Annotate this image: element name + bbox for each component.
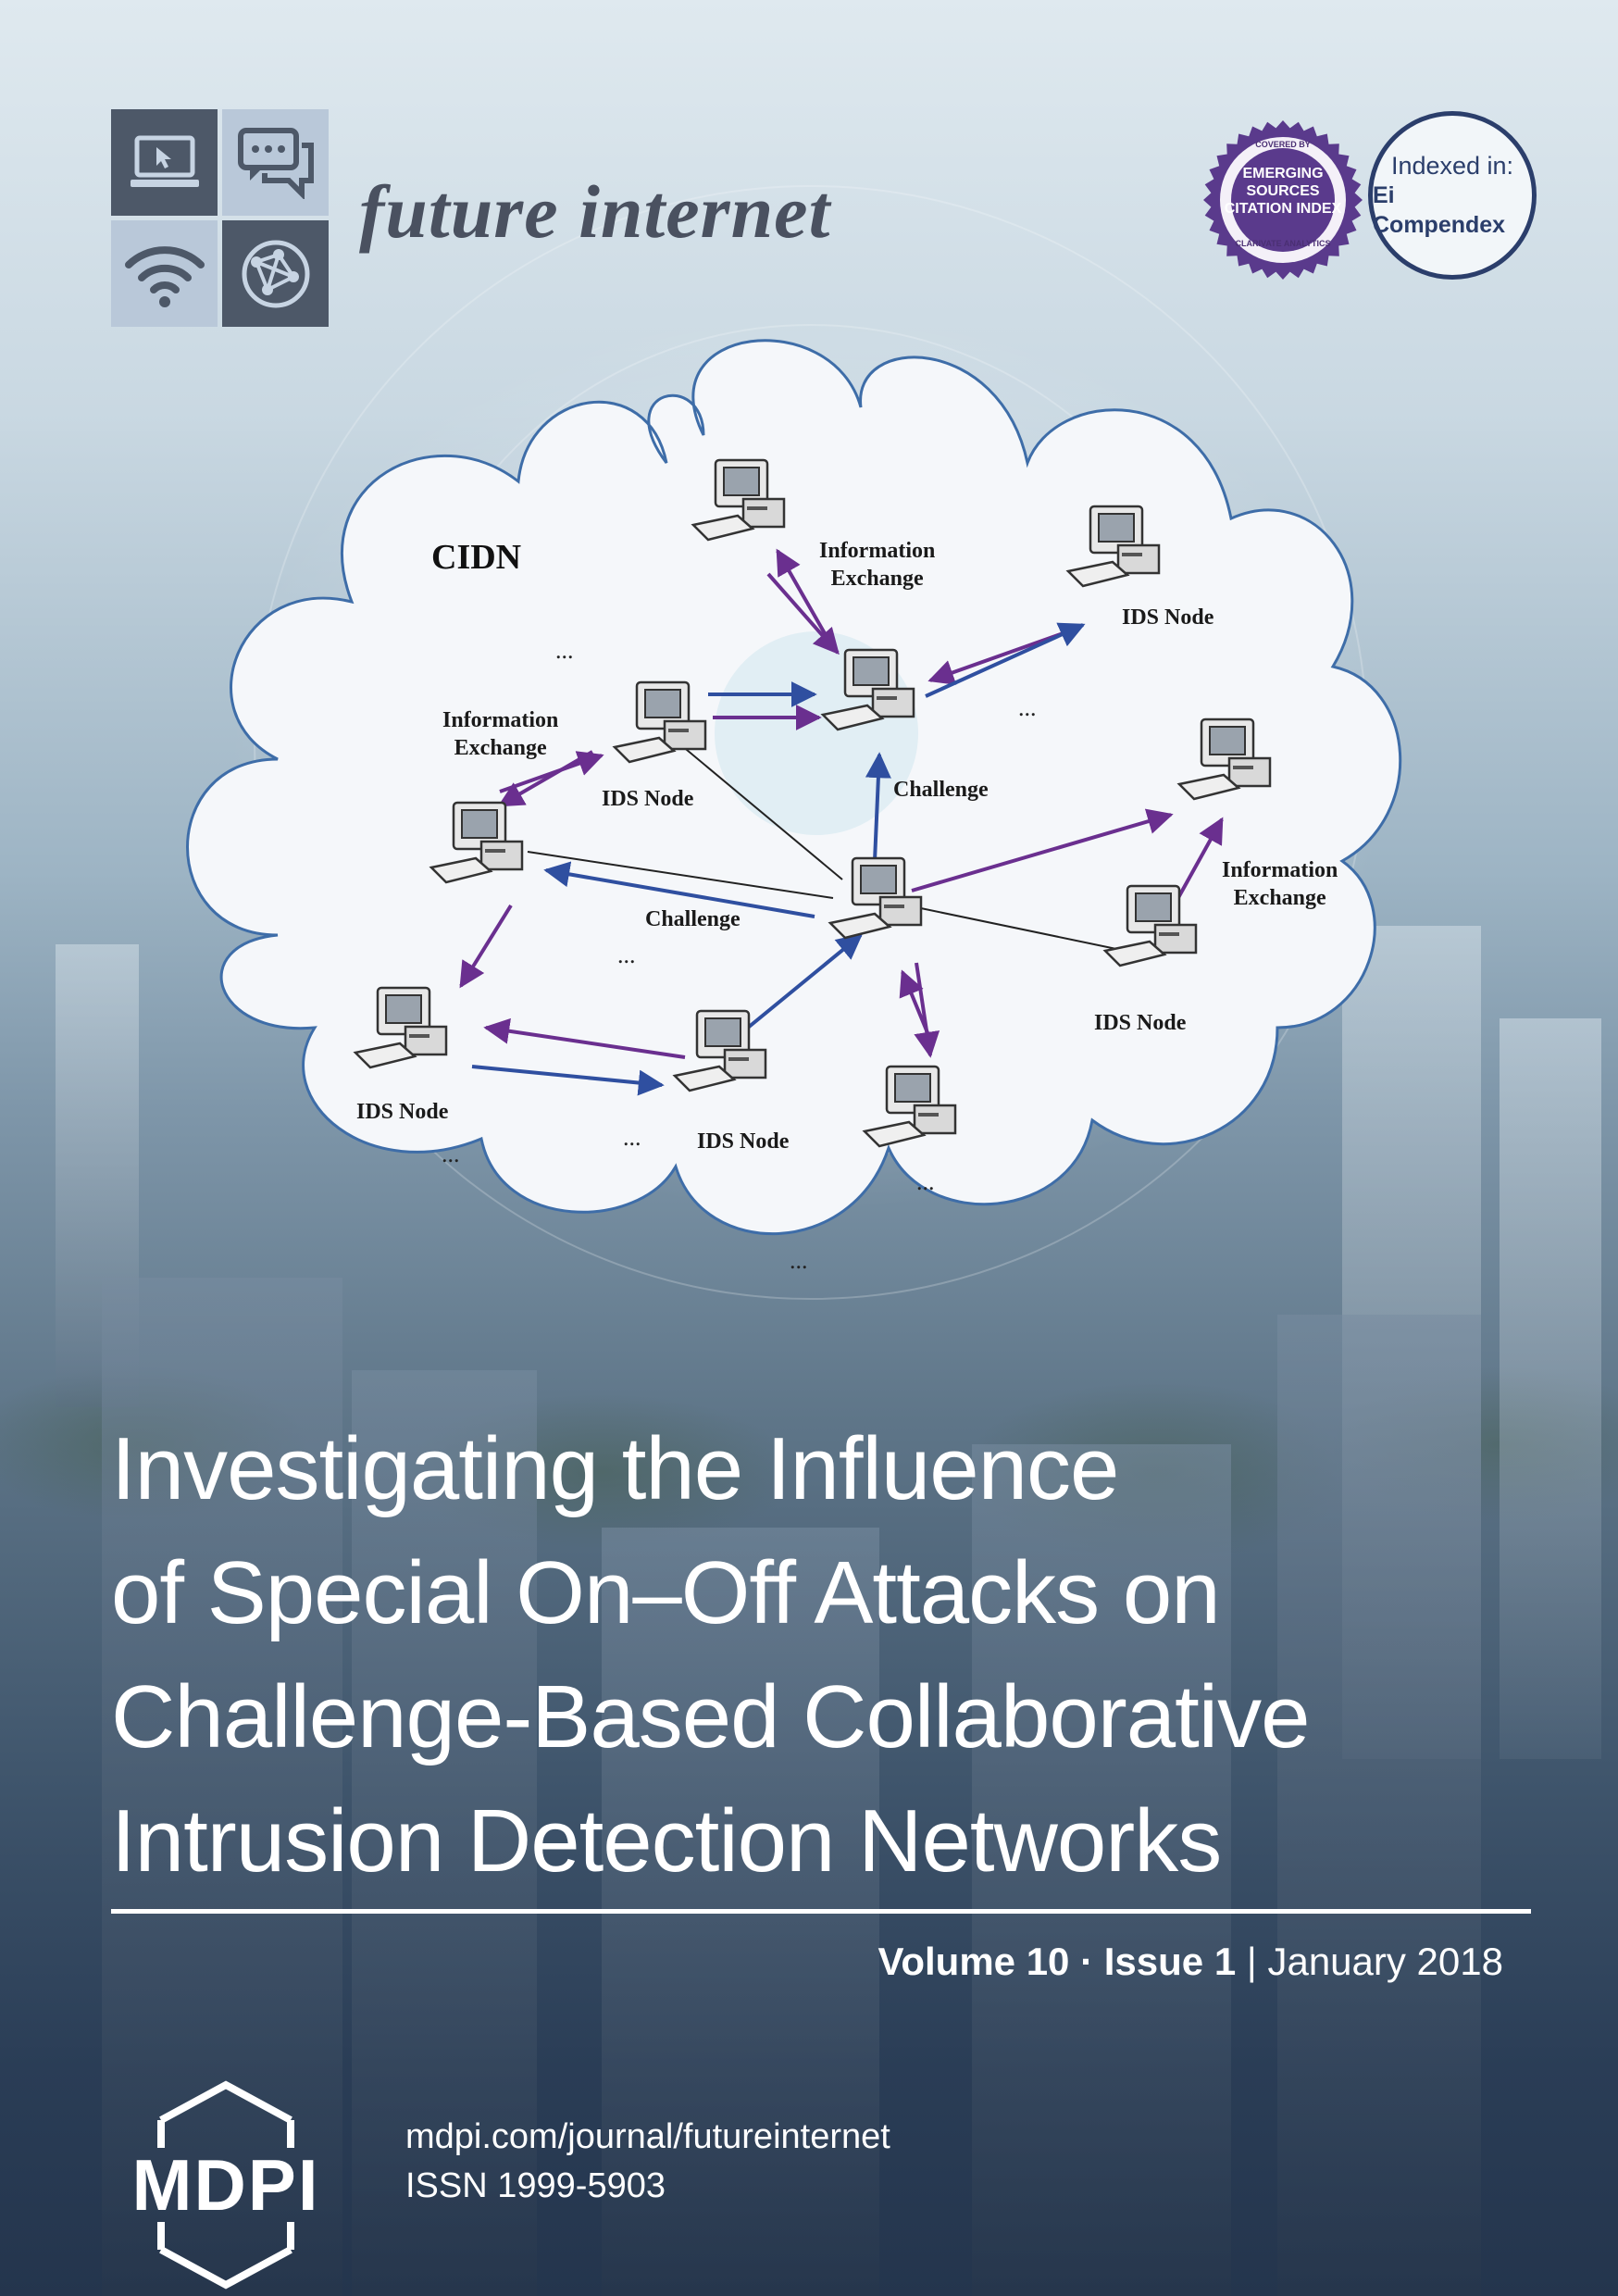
ellipsis: ... [442, 1141, 460, 1167]
ellipsis: ... [617, 942, 636, 968]
esci-name-line: EMERGING [1242, 166, 1324, 181]
issue-number: Issue 1 [1103, 1940, 1237, 1983]
ellipsis: ... [555, 637, 574, 664]
ellipsis: ... [1018, 694, 1037, 721]
mdpi-logo-text: MDPI [131, 2144, 320, 2226]
article-title-line: Challenge-Based Collaborative [111, 1667, 1310, 1766]
title-divider [111, 1909, 1531, 1914]
info-exchange-line: Exchange [830, 567, 924, 591]
globe-network-icon [222, 220, 329, 327]
esci-name: EMERGING SOURCES CITATION INDEX [1203, 165, 1363, 218]
info-exchange-label: Information Exchange [819, 537, 935, 593]
diagram-links [527, 740, 1139, 955]
ids-node-label: IDS Node [602, 787, 694, 811]
chat-bubbles-icon [222, 109, 329, 216]
challenge-label: Challenge [893, 778, 989, 802]
info-exchange-line: Exchange [454, 736, 547, 760]
indexed-in-label: Indexed in: [1390, 152, 1514, 180]
esci-name-line: CITATION INDEX [1224, 201, 1342, 217]
journal-url[interactable]: mdpi.com/journal/futureinternet [405, 2117, 890, 2156]
laptop-cursor-icon [111, 109, 218, 216]
issue-divider: | [1246, 1940, 1257, 1983]
info-exchange-line: Exchange [1233, 886, 1326, 910]
wifi-icon [111, 220, 218, 327]
challenge-label: Challenge [645, 907, 741, 931]
article-title-line: of Special On–Off Attacks on [111, 1543, 1221, 1642]
journal-logo [111, 109, 329, 327]
background-building [1500, 1018, 1601, 1759]
ids-node-label: IDS Node [356, 1100, 449, 1124]
journal-title: future internet [359, 169, 831, 254]
ei-compendex-badge: Indexed in: Ei Compendex [1368, 111, 1537, 280]
info-exchange-label: Information Exchange [442, 706, 558, 762]
info-exchange-line: Information [442, 708, 559, 732]
info-exchange-label: Information Exchange [1222, 856, 1338, 912]
article-title-line: Intrusion Detection Networks [111, 1791, 1222, 1890]
esci-badge-seal-icon [1203, 120, 1363, 280]
article-title: Investigating the Influence of Special O… [111, 1407, 1537, 1903]
issue-date: January 2018 [1267, 1940, 1503, 1983]
background-building [972, 1444, 1231, 2296]
esci-clarivate: CLARIVATE ANALYTICS [1235, 239, 1331, 248]
background-building [102, 1278, 342, 2296]
background-building [352, 1370, 537, 2296]
information-arrows [459, 548, 1224, 1059]
esci-name-line: SOURCES [1246, 183, 1320, 199]
ellipsis: ... [790, 1247, 808, 1274]
ellipsis: ... [916, 1168, 935, 1195]
article-title-line: Investigating the Influence [111, 1419, 1119, 1518]
ei-compendex-name: Ei Compendex [1373, 182, 1506, 238]
info-exchange-line: Information [819, 539, 936, 563]
issue-separator: · [1080, 1940, 1094, 1983]
challenge-arrows [471, 622, 1086, 1096]
ids-node-label: IDS Node [1094, 1011, 1187, 1035]
info-exchange-line: Information [1222, 858, 1338, 882]
mdpi-hexagon-icon [157, 2080, 294, 2290]
ids-node-label: IDS Node [697, 1129, 790, 1154]
issue-info: Volume 10 · Issue 1 | January 2018 [877, 1940, 1503, 1984]
esci-covered-by: COVERED BY [1255, 140, 1311, 149]
ids-node-label: IDS Node [1122, 605, 1214, 630]
ellipsis: ... [623, 1124, 641, 1151]
volume: Volume 10 [877, 1940, 1070, 1983]
background-building [1277, 1315, 1481, 2296]
cidn-label: CIDN [431, 538, 522, 577]
issn: ISSN 1999-5903 [405, 2166, 666, 2205]
